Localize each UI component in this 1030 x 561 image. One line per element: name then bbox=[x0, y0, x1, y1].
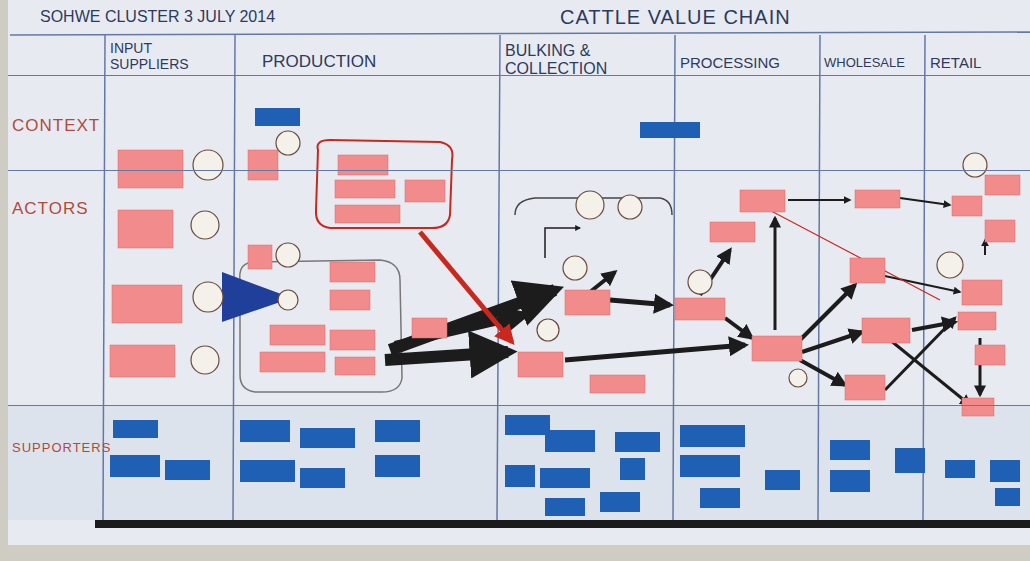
paper-sheet bbox=[8, 0, 1030, 545]
row-band: ACTORS bbox=[8, 170, 1030, 405]
group-outline bbox=[316, 140, 453, 228]
column-header: INPUT SUPPLIERS bbox=[110, 40, 230, 72]
row-label: ACTORS bbox=[12, 199, 89, 219]
flow-arrows bbox=[385, 198, 985, 405]
red-line bbox=[760, 205, 940, 300]
column-header: RETAIL bbox=[930, 54, 981, 71]
chart-title: CATTLE VALUE CHAIN bbox=[560, 6, 791, 29]
column-header: PROCESSING bbox=[680, 54, 780, 71]
bottom-bar bbox=[95, 520, 1030, 528]
row-band: CONTEXT bbox=[8, 75, 1030, 170]
group-outline bbox=[240, 260, 402, 392]
supporter-notes bbox=[110, 415, 1020, 516]
row-band: SUPPORTERS bbox=[8, 405, 1030, 520]
row-label: SUPPORTERS bbox=[12, 440, 111, 455]
row-label: CONTEXT bbox=[12, 116, 100, 136]
paper-shade bbox=[8, 405, 1030, 520]
column-header: PRODUCTION bbox=[262, 52, 376, 72]
column-header: WHOLESALE bbox=[824, 56, 905, 71]
column-header: BULKING & COLLECTION bbox=[505, 42, 670, 79]
context-notes bbox=[255, 108, 700, 138]
session-note: SOHWE CLUSTER 3 JULY 2014 bbox=[40, 8, 275, 26]
actor-notes bbox=[110, 150, 1020, 416]
grid-lines bbox=[10, 32, 1030, 520]
